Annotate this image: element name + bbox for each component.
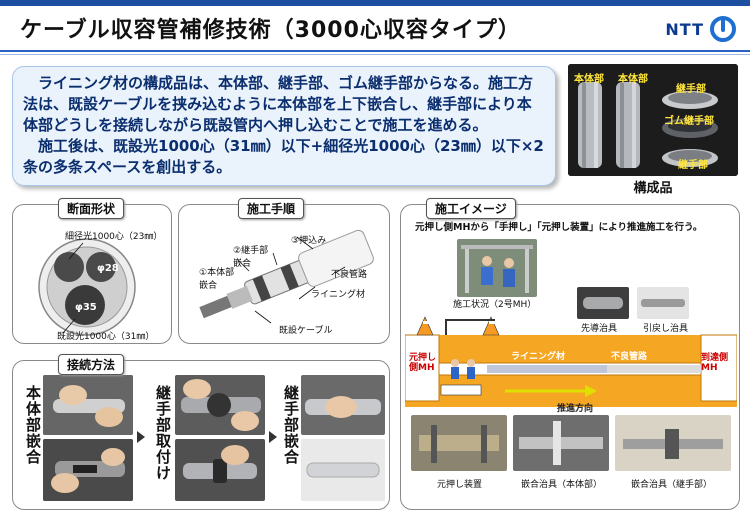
connection-photo-2b	[175, 439, 265, 501]
lining-label: ライニング材	[311, 290, 366, 300]
pull-tool-caption: 引戻し治具	[643, 324, 689, 334]
page-title: ケーブル収容管補修技術（3000心収容タイプ）	[20, 18, 521, 43]
step1-label: ①本体部嵌合	[199, 268, 235, 291]
joint-fit-tool-caption: 嵌合治具（継手部）	[631, 480, 713, 490]
push-side-label: 元押し側MH	[409, 353, 437, 373]
parts-illustration	[568, 64, 738, 176]
arrow-2	[269, 431, 277, 443]
header-rule-thin	[0, 54, 750, 55]
photo-hands-2b	[175, 439, 265, 501]
phi-large-label: φ35	[75, 302, 97, 313]
header-rule	[0, 50, 750, 52]
existing-cable-tag: 既設ケーブル	[279, 326, 333, 336]
part-label-joint-1: 継手部	[676, 84, 706, 95]
connection-photo-3a	[301, 375, 385, 435]
part-label-body-1: 本体部	[574, 74, 604, 85]
guide-tool-caption: 先導治具	[581, 324, 618, 334]
cross-section-panel: 細径光1000心（23㎜） φ28 φ35 既設光1000心（31㎜）	[12, 204, 172, 344]
push-device-photo	[411, 415, 507, 471]
procedure-panel: ①本体部嵌合 ②継手部嵌合 ③押込み 不良管路 ライニング材 既設ケーブル	[178, 204, 390, 344]
procedure-diagram	[199, 229, 374, 324]
lining-material-label: ライニング材	[511, 352, 566, 362]
body-fit-tool-illustration	[513, 415, 609, 471]
part-label-rubber-joint: ゴム継手部	[664, 116, 714, 127]
step2-label: ②継手部嵌合	[233, 246, 269, 269]
part-label-joint-2: 継手部	[678, 160, 708, 171]
joint-fit-tool-illustration	[615, 415, 731, 471]
connection-panel: 本体部嵌合 継手部取付け 継手部嵌合	[12, 360, 390, 510]
photo-hands-2a	[175, 375, 265, 435]
connection-label-joint-attach: 継手部取付け	[154, 385, 172, 481]
connection-photo-1a	[43, 375, 133, 435]
construction-image-title: 施工イメージ	[426, 198, 516, 219]
intro-paragraph-1: ライニング材の構成品は、本体部、継手部、ゴム継手部からなる。施工方法は、既設ケー…	[23, 74, 534, 134]
pull-tool-illustration	[637, 287, 689, 319]
photo-hands-3a	[301, 375, 385, 435]
intro-paragraph-2: 施工後は、既設光1000心（31㎜）以下+細径光1000心（23㎜）以下×2条の…	[23, 137, 544, 176]
ground-diagram	[405, 316, 737, 407]
guide-tool-photo	[577, 287, 629, 319]
defect-pipe-tag: 不良管路	[611, 352, 648, 362]
cross-section-diagram	[38, 238, 136, 336]
site-photo	[457, 239, 537, 297]
photo-hands-1a	[43, 375, 133, 435]
construction-image-panel: 元押し側MHから「手押し」「元押し装置」により推進施工を行う。 施工状況（2号M…	[400, 204, 740, 510]
parts-photo: 本体部 本体部 継手部 ゴム継手部 継手部	[568, 64, 738, 176]
body-fit-tool-photo	[513, 415, 609, 471]
procedure-title: 施工手順	[238, 198, 305, 219]
ntt-swirl-icon	[710, 16, 736, 42]
parts-caption: 構成品	[633, 181, 673, 196]
connection-title: 接続方法	[58, 354, 125, 375]
body-fit-tool-caption: 嵌合治具（本体部）	[521, 480, 603, 490]
part-label-body-2: 本体部	[618, 74, 648, 85]
push-device-illustration	[411, 415, 507, 471]
push-device-caption: 元押し装置	[437, 480, 483, 490]
connection-photo-2a	[175, 375, 265, 435]
site-photo-illustration	[457, 239, 537, 297]
pull-tool-photo	[637, 287, 689, 319]
photo-pipe-3b	[301, 439, 385, 501]
direction-label: 推進方向	[557, 404, 594, 414]
photo-hands-1b	[43, 439, 133, 501]
step3-label: ③押込み	[291, 236, 327, 246]
joint-fit-tool-photo	[615, 415, 731, 471]
connection-photo-3b	[301, 439, 385, 501]
connection-label-joint-fit: 継手部嵌合	[282, 385, 300, 465]
connection-label-body-fit: 本体部嵌合	[24, 385, 42, 465]
phi-small-label: φ28	[97, 263, 119, 274]
arrive-side-label: 到達側MH	[701, 353, 729, 373]
connection-photo-1b	[43, 439, 133, 501]
site-caption: 施工状況（2号MH）	[453, 300, 537, 310]
thin-cable-label: 細径光1000心（23㎜）	[65, 232, 163, 242]
ntt-logo: NTT	[665, 16, 736, 42]
cross-section-title: 断面形状	[58, 198, 125, 219]
intro-box: ライニング材の構成品は、本体部、継手部、ゴム継手部からなる。施工方法は、既設ケー…	[12, 66, 556, 186]
arrow-1	[137, 431, 145, 443]
header-top-bar	[0, 0, 750, 6]
existing-cable-label: 既設光1000心（31㎜）	[57, 332, 155, 342]
logo-text: NTT	[665, 19, 704, 39]
defect-pipe-label: 不良管路	[331, 270, 368, 280]
guide-tool-illustration	[577, 287, 629, 319]
construction-desc: 元押し側MHから「手押し」「元押し装置」により推進施工を行う。	[415, 222, 703, 233]
